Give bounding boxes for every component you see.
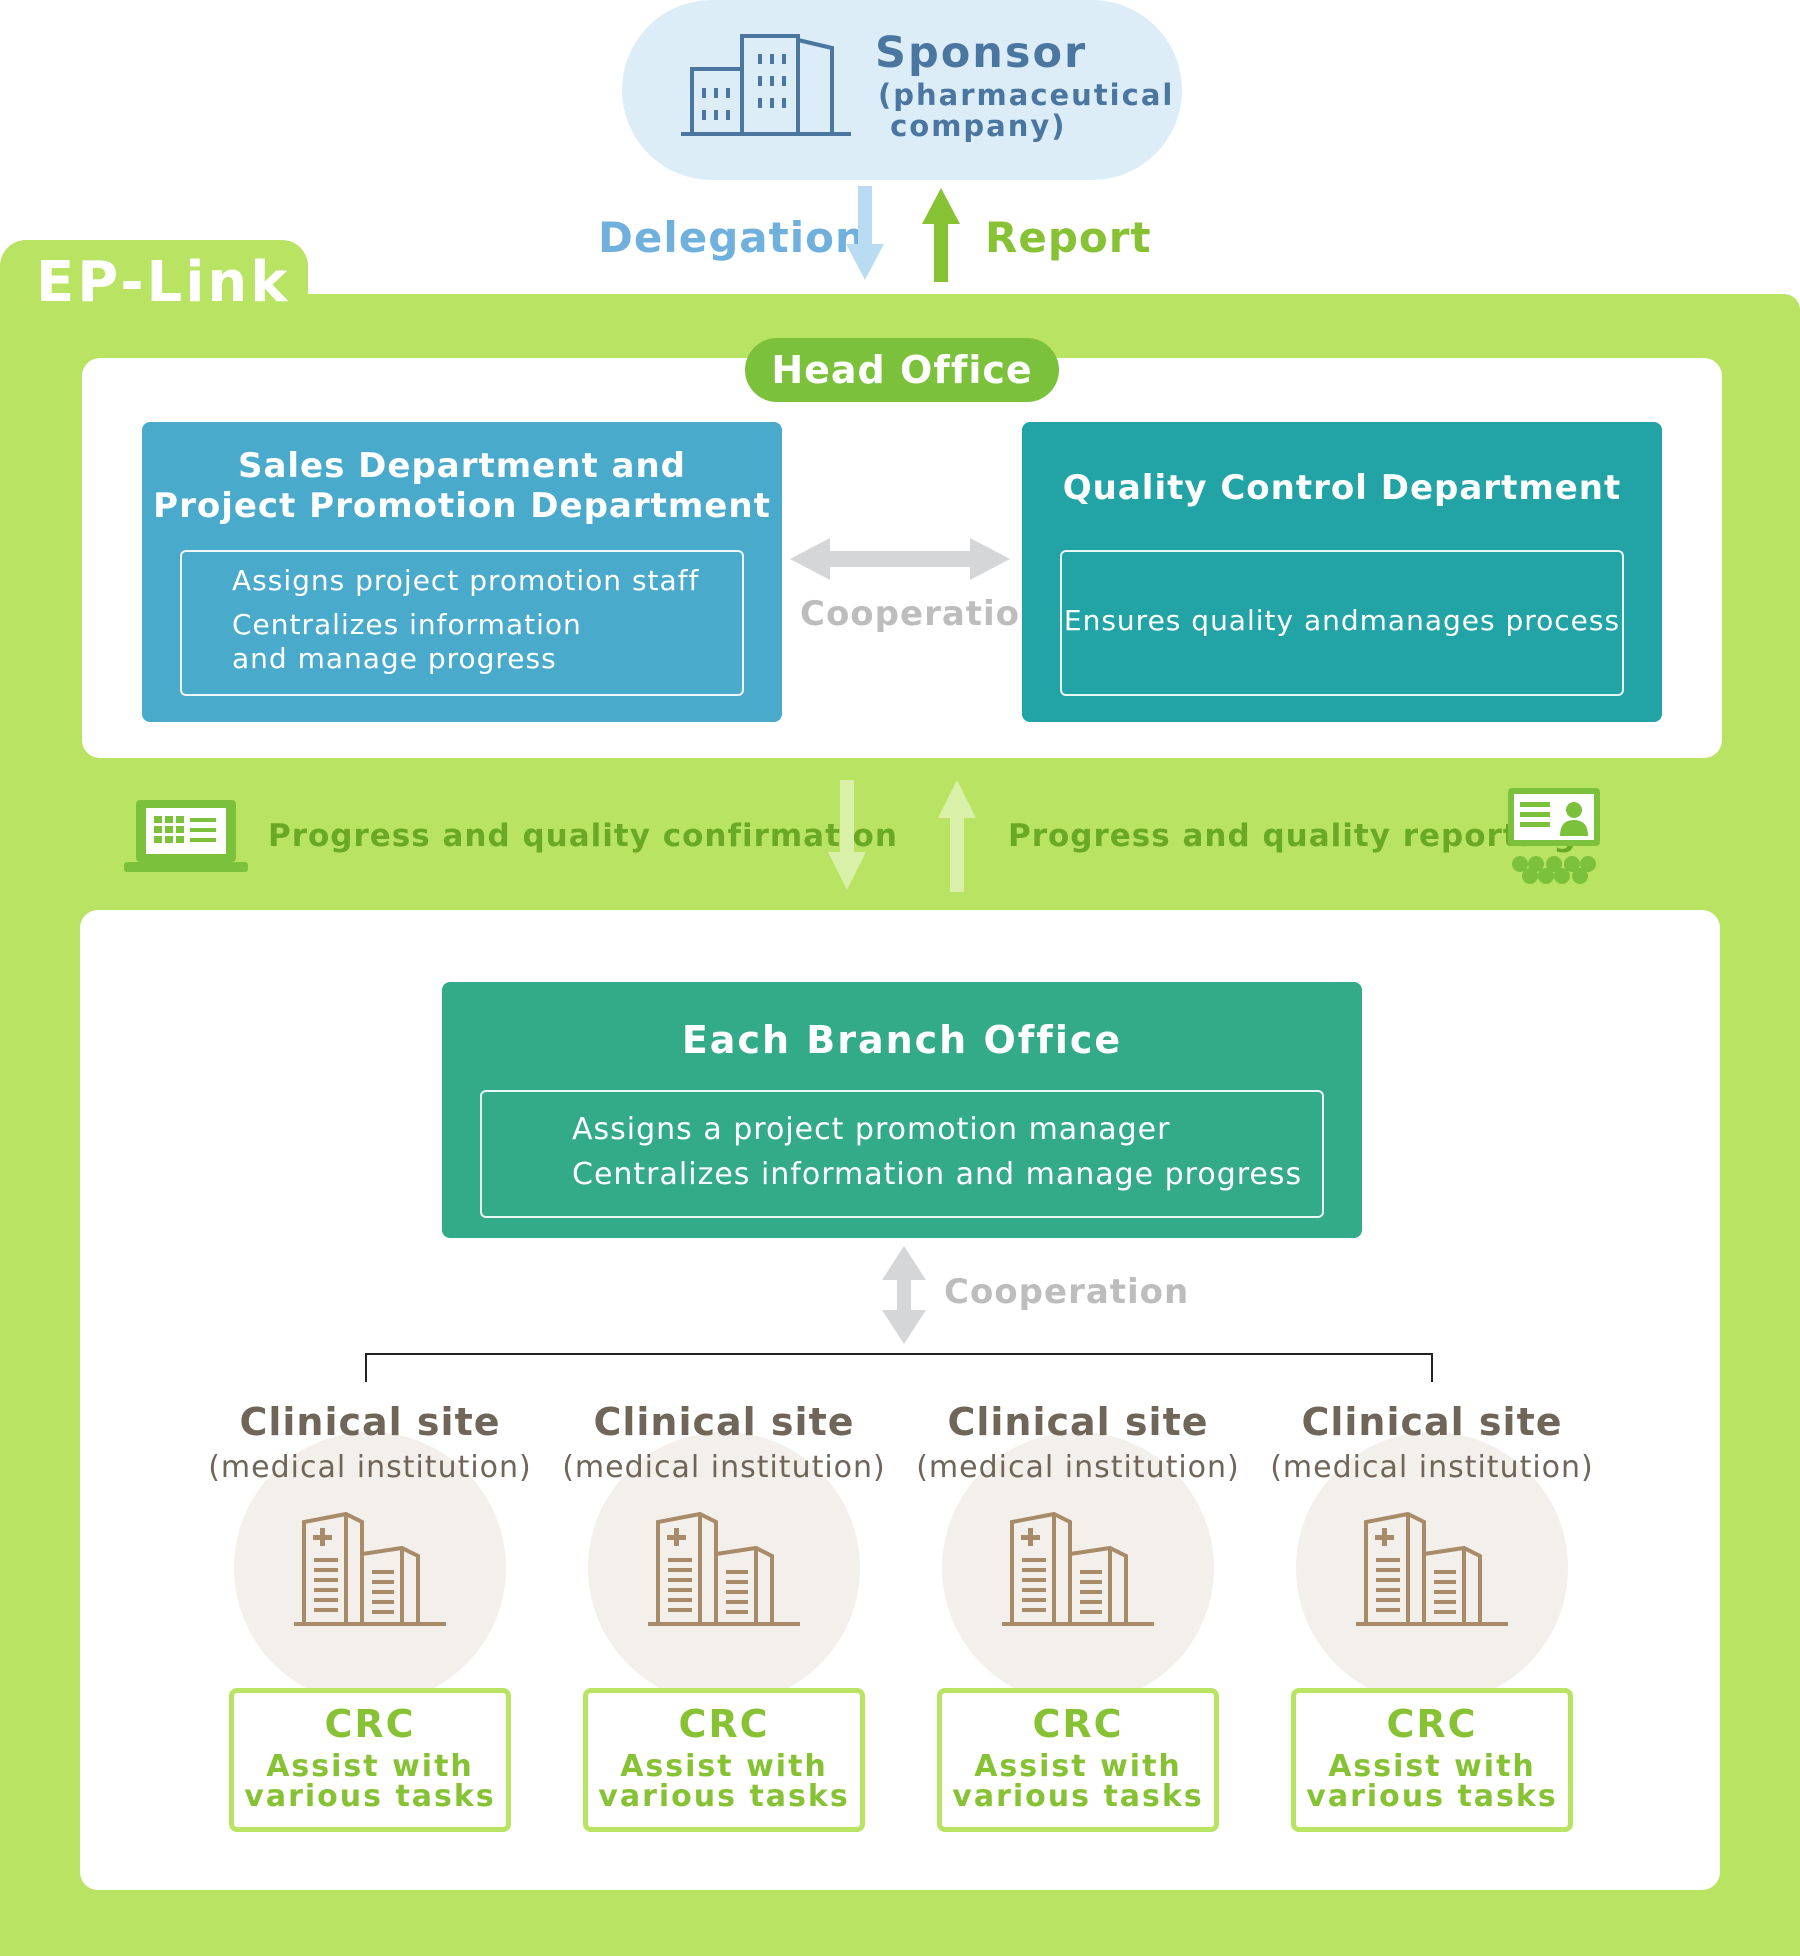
laptop-icon: [124, 800, 248, 872]
branch-office-title: Each Branch Office: [681, 1018, 1123, 1062]
crc-description: Assist with various tasks: [598, 1749, 850, 1814]
crc-description: Assist with various tasks: [1306, 1749, 1558, 1814]
clinical-site-subtitle: (medical institution): [1270, 1450, 1594, 1485]
crc-box: [937, 1688, 1219, 1832]
site-circle: [942, 1432, 1214, 1704]
arrow-down-light-icon: [828, 780, 866, 890]
clinical-site-subtitle: (medical institution): [562, 1450, 886, 1485]
report-label: Report: [985, 213, 1152, 262]
branch-office-details: [480, 1090, 1324, 1218]
clinical-site-subtitle: (medical institution): [916, 1450, 1240, 1485]
crc-description: Assist with various tasks: [244, 1749, 496, 1814]
crc-title: CRC: [1386, 1702, 1478, 1746]
sales-department-details: [180, 550, 744, 696]
branch-line-1: Assigns a project promotion manager: [572, 1112, 1171, 1147]
site-circle: [1296, 1432, 1568, 1704]
hospital-icon: [1356, 1511, 1508, 1626]
site-connector: [365, 1353, 1433, 1382]
sponsor-subtitle: (pharmaceutical company): [878, 78, 1175, 143]
clinical-site-subtitle: (medical institution): [208, 1450, 532, 1485]
sponsor-title: Sponsor: [875, 28, 1088, 78]
delegation-label: Delegation: [598, 213, 866, 262]
site-circle: [234, 1432, 506, 1704]
sales-line-2: Centralizes information and manage progr…: [232, 608, 582, 675]
double-arrow-horizontal-icon: [790, 538, 1010, 580]
branch-office-box: [442, 982, 1362, 1238]
crc-description: Assist with various tasks: [952, 1749, 1204, 1814]
crc-title: CRC: [1032, 1702, 1124, 1746]
arrow-up-light-icon: [938, 780, 976, 892]
arrow-down-icon: [846, 186, 884, 280]
double-arrow-vertical-icon: [882, 1246, 926, 1344]
cooperation-label: Cooperation: [800, 594, 1046, 634]
branch-line-2: Centralizes information and manage progr…: [572, 1157, 1303, 1192]
crc-box: [583, 1688, 865, 1832]
clinical-site-title: Clinical site: [239, 1400, 501, 1444]
hospital-icon: [648, 1511, 800, 1626]
hospital-icon: [1002, 1511, 1154, 1626]
progress-reporting-label: Progress and quality reporting: [1008, 818, 1577, 854]
arrow-up-icon: [922, 188, 960, 282]
site-circle: [588, 1432, 860, 1704]
quality-department-details: [1060, 550, 1624, 696]
clinical-site-title: Clinical site: [1301, 1400, 1563, 1444]
quality-department-box: [1022, 422, 1662, 722]
clinical-site-title: Clinical site: [947, 1400, 1209, 1444]
sales-department-title: Sales Department and Project Promotion D…: [153, 446, 771, 526]
quality-line-1: Ensures quality andmanages process: [1063, 604, 1621, 637]
crc-title: CRC: [678, 1702, 770, 1746]
quality-department-title: Quality Control Department: [1062, 468, 1622, 508]
clinical-site-title: Clinical site: [593, 1400, 855, 1444]
sales-line-1: Assigns project promotion staff: [232, 564, 700, 597]
hospital-icon: [294, 1511, 446, 1626]
ep-link-title: EP-Link: [36, 250, 291, 315]
branch-cooperation-label: Cooperation: [944, 1272, 1190, 1312]
crc-box: [1291, 1688, 1573, 1832]
crc-box: [229, 1688, 511, 1832]
crc-title: CRC: [324, 1702, 416, 1746]
sales-department-box: [142, 422, 782, 722]
office-building-icon: [681, 34, 851, 136]
head-office-label: Head Office: [745, 338, 1059, 402]
presentation-icon: [1508, 788, 1600, 884]
progress-confirmation-label: Progress and quality confirmation: [268, 818, 898, 854]
